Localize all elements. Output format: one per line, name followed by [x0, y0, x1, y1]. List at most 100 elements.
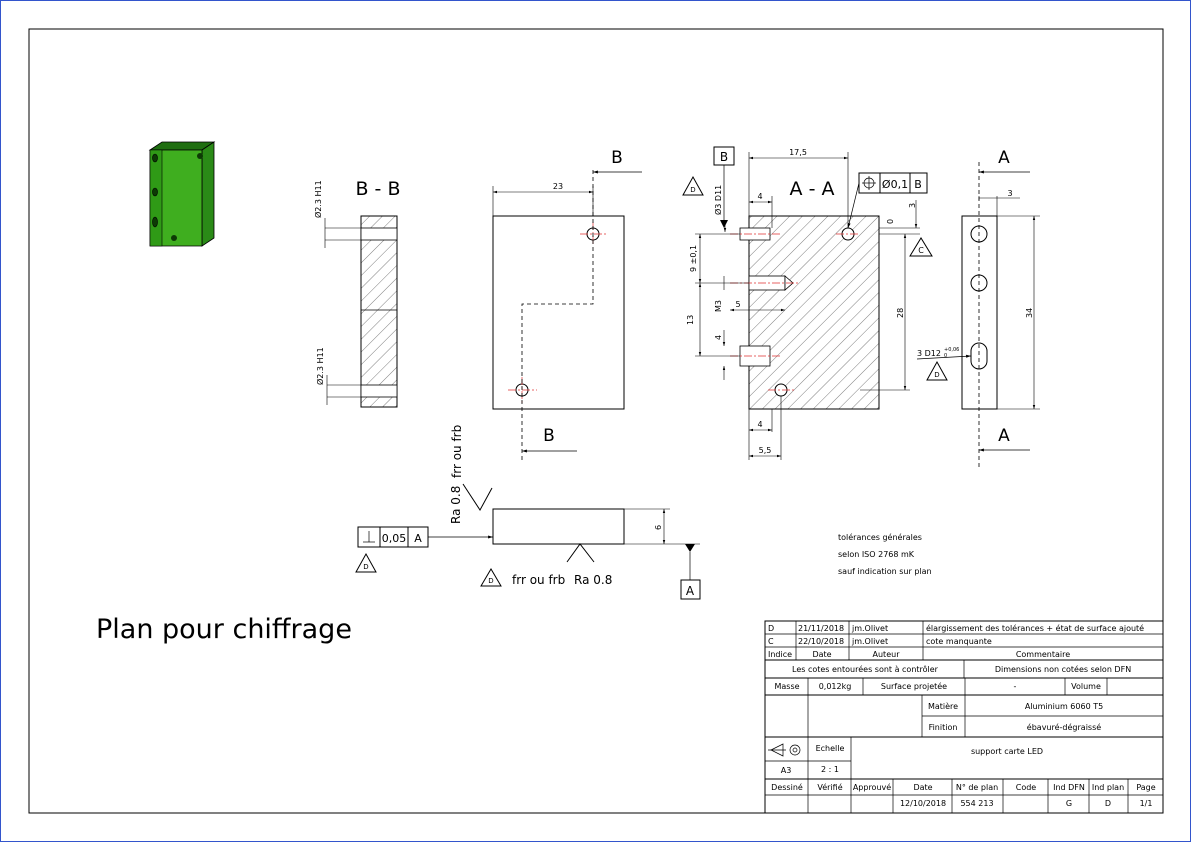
dim-m3: M3 [714, 300, 723, 312]
value-ind-dfn: G [1066, 799, 1072, 808]
gdt-perp-value: 0,05 [382, 532, 407, 545]
rev-mark-3: D [488, 577, 493, 585]
drawing-frame [28, 28, 1164, 814]
value-ind-plan: D [1105, 799, 1111, 808]
echelle-value: 2 : 1 [821, 765, 839, 774]
drawing-title: Plan pour chiffrage [96, 614, 352, 645]
cut-letter-a-bottom: A [998, 426, 1010, 446]
footer-dessine: Dessiné [771, 782, 803, 792]
echelle-label: Echelle [816, 744, 845, 753]
datum-a-label: A [686, 584, 695, 598]
section-bb-view: B - B Ø2.3 H11 Ø2.3 H11 [313, 178, 401, 408]
gdt-position-value: Ø0,1 [882, 178, 908, 191]
dim-3-right: 3 [908, 203, 917, 208]
gdt-position-datum: B [914, 178, 922, 191]
dim-5: 5 [735, 300, 740, 309]
section-aa-view: A - A 17,5 4 Ø3 D11 B D Ø0,1 B 0 [682, 146, 933, 460]
dim-hole-aa-top: Ø3 D11 [713, 185, 723, 215]
header-comment: Commentaire [1016, 650, 1070, 659]
footer-code: Code [1016, 783, 1037, 792]
volume-label: Volume [1071, 682, 1101, 691]
dim-23: 23 [553, 182, 563, 191]
footer-approuve: Approuvé [853, 782, 891, 792]
rev-mark-2: D [934, 371, 939, 379]
front-view: 23 B B [492, 148, 642, 460]
ra-bottom: Ra 0.8 [574, 573, 612, 587]
dim-0: 0 [886, 219, 895, 224]
title-block: D 21/11/2018 jm.Olivet élargissement des… [764, 620, 1164, 814]
finition-value: ébavuré-dégraissé [1027, 722, 1101, 732]
datum-b-label: B [720, 150, 728, 164]
side-view: A A 3 34 3 D12 +0,06 0 D [916, 148, 1040, 468]
dim-4-mid: 4 [714, 335, 723, 340]
dim-28: 28 [896, 308, 905, 318]
surface-value: - [1014, 682, 1017, 691]
process-left: frr ou frb [450, 425, 464, 478]
header-index: Indice [768, 650, 792, 659]
dim-13: 13 [686, 315, 695, 325]
dim-5-5: 5,5 [759, 446, 772, 455]
rev-mark-4: D [363, 563, 368, 571]
ra-left: Ra 0.8 [449, 486, 463, 524]
rev-d-date: 21/11/2018 [798, 624, 844, 633]
value-page: 1/1 [1140, 799, 1153, 808]
rev-d-index: D [768, 624, 774, 633]
rev-c-comment: cote manquante [926, 637, 992, 646]
dim-hole-bb-top: Ø2.3 H11 [313, 180, 323, 218]
header-author: Auteur [873, 650, 901, 659]
footer-no-plan: N° de plan [956, 783, 998, 792]
dim-17-5: 17,5 [789, 148, 807, 157]
cut-letter-a-top: A [998, 148, 1010, 168]
cut-letter-b-bottom: B [543, 426, 555, 446]
process-bottom: frr ou frb [512, 573, 565, 587]
matiere-value: Aluminium 6060 T5 [1025, 702, 1103, 711]
dim-slot: 3 D12 [917, 349, 941, 358]
cut-letter-b-top: B [611, 148, 623, 168]
note-line-2: selon ISO 2768 mK [838, 550, 915, 559]
note-line-1: tolérances générales [838, 532, 922, 542]
dim-34: 34 [1025, 308, 1034, 318]
section-bb-label: B - B [355, 178, 400, 200]
projection-symbol-icon [768, 743, 801, 757]
header-date: Date [812, 650, 831, 659]
tol-small-1: +0,06 [944, 347, 959, 353]
bottom-view: Ra 0.8 frr ou frb frr ou frb Ra 0.8 D 0,… [355, 425, 701, 600]
rev-d-author: jm.Olivet [851, 624, 888, 633]
footer-verifie: Vérifié [817, 782, 842, 792]
footer-ind-plan: Ind plan [1092, 783, 1124, 792]
note-line-3: sauf indication sur plan [838, 567, 932, 576]
format-value: A3 [781, 766, 792, 775]
surface-label: Surface projetée [881, 681, 947, 691]
dim-9: 9 ±0,1 [689, 245, 698, 272]
dim-4-top: 4 [757, 192, 762, 201]
value-no-plan: 554 213 [960, 799, 993, 808]
rev-d-comment: élargissement des tolérances + état de s… [926, 623, 1144, 633]
note-controle: Les cotes entourées sont à contrôler [792, 664, 939, 674]
general-notes: tolérances générales selon ISO 2768 mK s… [838, 532, 932, 576]
rev-mark-1: D [690, 186, 695, 194]
dim-6: 6 [654, 525, 663, 530]
part-3d-view [148, 141, 216, 247]
gdt-perp-datum: A [414, 532, 422, 545]
note-dfn: Dimensions non cotées selon DFN [995, 664, 1131, 674]
matiere-label: Matière [928, 701, 958, 711]
masse-label: Masse [774, 682, 799, 691]
rev-c-author: jm.Olivet [851, 637, 888, 646]
footer-page: Page [1136, 783, 1155, 792]
dim-4-bottom: 4 [757, 420, 762, 429]
footer-ind-dfn: Ind DFN [1053, 783, 1085, 792]
rev-c-date: 22/10/2018 [798, 637, 844, 646]
datum-c-label: C [918, 246, 924, 255]
footer-date: Date [913, 783, 932, 792]
part-name: support carte LED [971, 747, 1043, 756]
masse-value: 0,012kg [819, 682, 852, 691]
section-aa-label: A - A [790, 178, 835, 200]
dim-hole-bb-bottom: Ø2.3 H11 [315, 347, 325, 385]
rev-c-index: C [768, 637, 774, 646]
tol-small-2: 0 [944, 353, 947, 359]
finition-label: Finition [929, 723, 958, 732]
dim-3-side: 3 [1007, 189, 1012, 198]
value-date: 12/10/2018 [900, 799, 946, 808]
